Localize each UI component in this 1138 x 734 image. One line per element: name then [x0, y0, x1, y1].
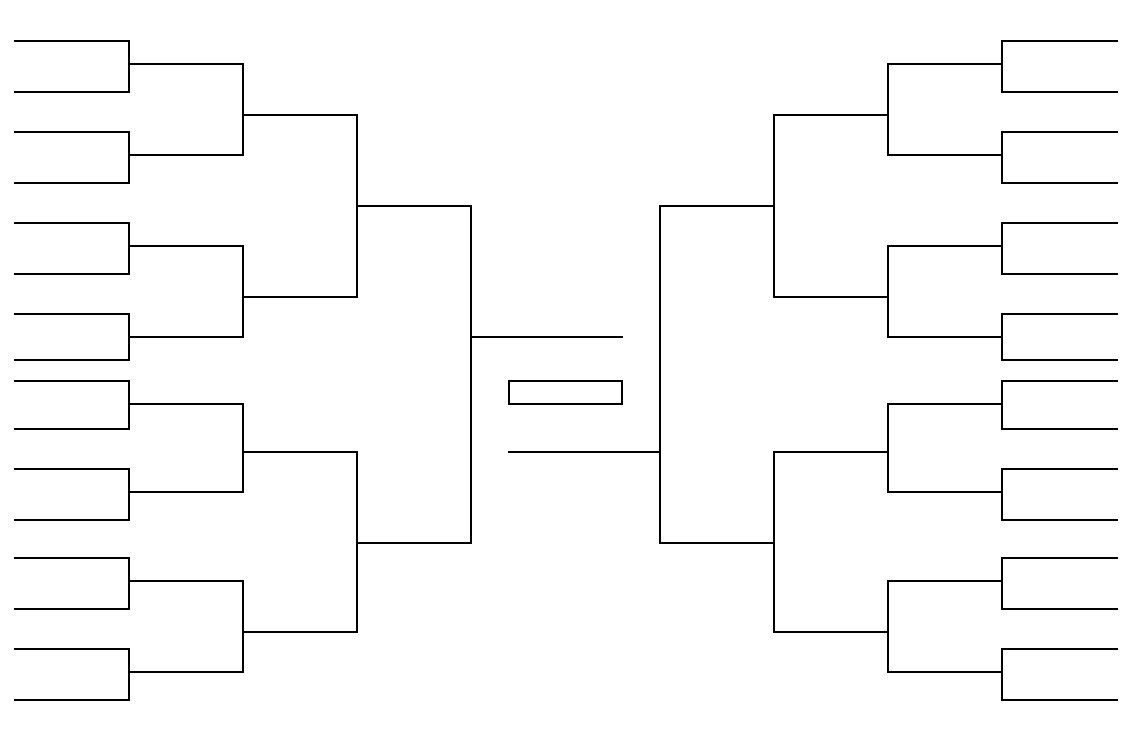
- bracket-final: [470, 336, 661, 453]
- champion-box[interactable]: [508, 380, 623, 405]
- bracket-right-side: [659, 40, 1118, 701]
- bracket-left-side: [14, 40, 472, 701]
